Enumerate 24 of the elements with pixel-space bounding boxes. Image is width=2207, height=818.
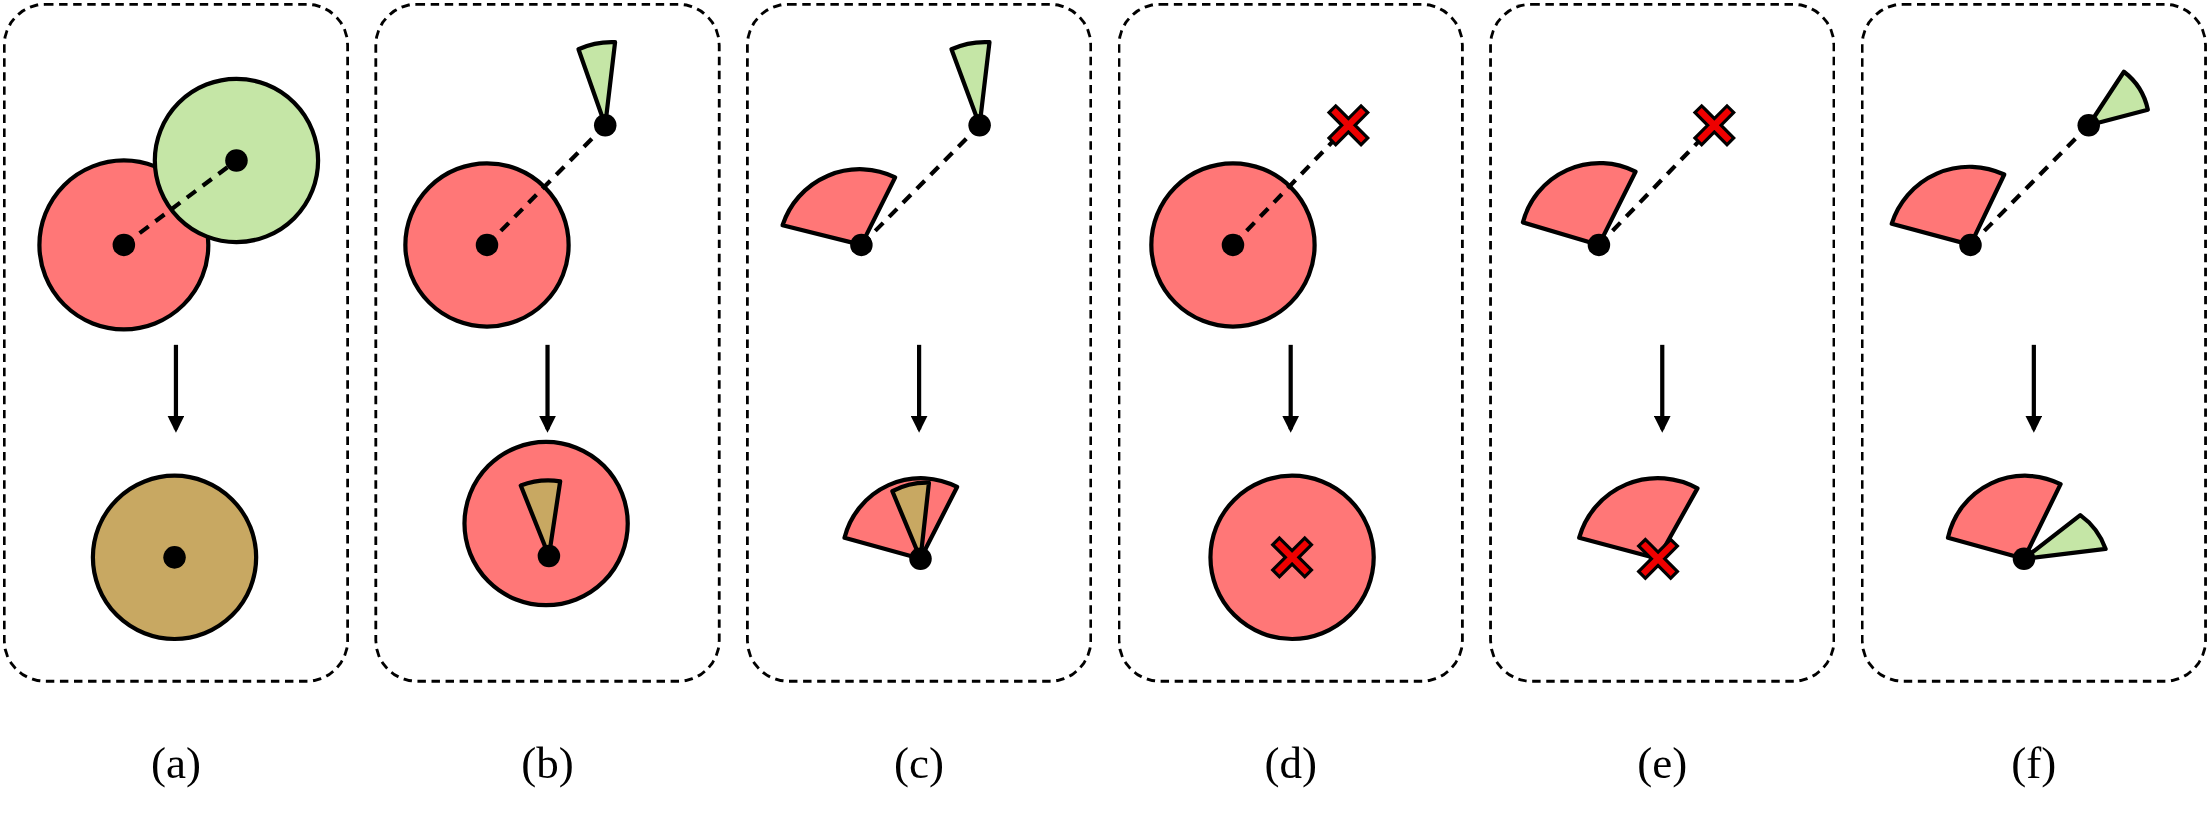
arrow — [2025, 344, 2043, 433]
panel-label: (d) — [1264, 737, 1317, 789]
arrow — [910, 344, 928, 433]
circle-drawing — [1149, 106, 1368, 329]
sector-drawing — [1945, 473, 2108, 571]
circle-drawing — [462, 439, 630, 608]
panel-label: (b) — [521, 737, 574, 789]
sector-drawing — [1577, 476, 1700, 578]
sector-drawing — [842, 476, 960, 571]
sector-drawing — [1520, 106, 1734, 257]
circle-drawing — [403, 40, 618, 329]
arrow — [1282, 344, 1300, 433]
panel-label: (a) — [150, 737, 201, 789]
arrow — [539, 344, 556, 433]
sector-drawing — [780, 40, 992, 257]
circle-drawing — [90, 473, 259, 642]
sector-drawing — [1889, 69, 2150, 257]
arrow — [1653, 344, 1671, 433]
panel-label: (e) — [1637, 737, 1688, 789]
circle-drawing — [37, 76, 321, 332]
panel-label: (c) — [894, 737, 945, 789]
circle-drawing — [1208, 473, 1376, 642]
panel-label: (f) — [2011, 737, 2057, 789]
arrow — [167, 344, 185, 433]
